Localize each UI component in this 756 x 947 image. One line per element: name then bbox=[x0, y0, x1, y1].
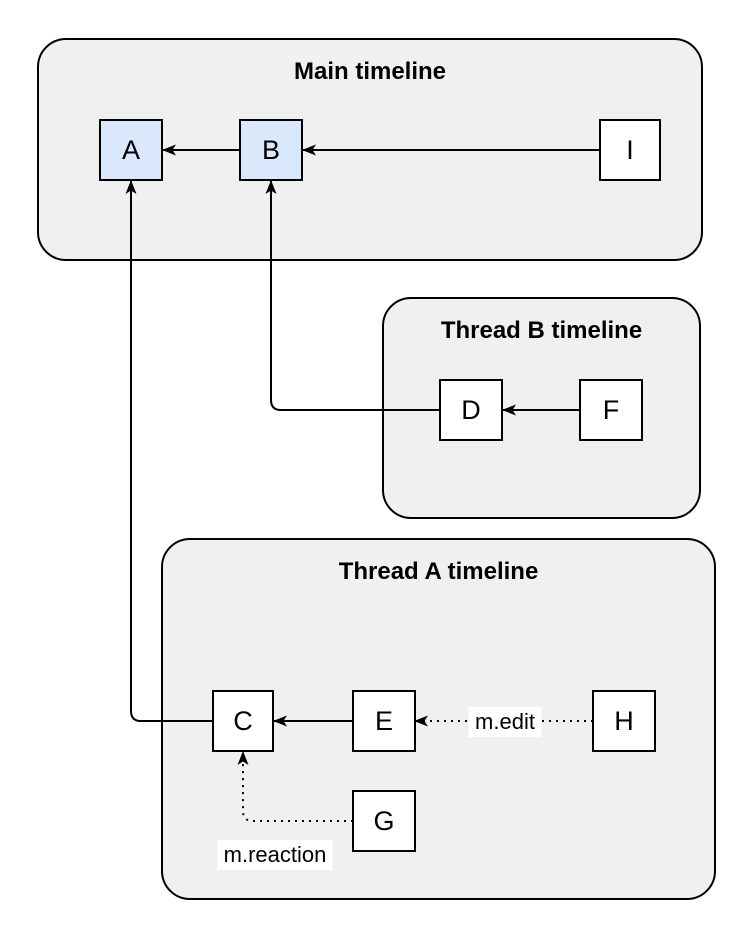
edges-layer bbox=[125, 144, 600, 822]
container-thread-b-timeline-box bbox=[382, 297, 701, 519]
node-B-label: B bbox=[262, 135, 280, 165]
node-H-box bbox=[592, 690, 656, 752]
node-G-label: G bbox=[373, 806, 394, 836]
node-H-label: H bbox=[614, 706, 634, 736]
node-F-box bbox=[579, 379, 643, 441]
node-C-label: C bbox=[233, 706, 253, 736]
node-D-box bbox=[439, 379, 503, 441]
node-B-box bbox=[239, 119, 303, 181]
node-D-label: D bbox=[461, 395, 481, 425]
node-A-label: A bbox=[122, 135, 140, 165]
node-I-label: I bbox=[626, 135, 634, 165]
edge-label-bg-H-to-E bbox=[468, 707, 542, 737]
nodes-layer: A B I D F C E H G bbox=[99, 119, 661, 852]
node-E-box bbox=[352, 690, 416, 752]
container-thread-b-timeline-title: Thread B timeline bbox=[441, 317, 642, 344]
node-A-box bbox=[99, 119, 163, 181]
container-main-timeline-title: Main timeline bbox=[294, 58, 446, 85]
edge-label-bg-G-to-C bbox=[217, 840, 333, 870]
edge-D-to-B-arrow bbox=[265, 180, 440, 411]
container-thread-a-timeline-box bbox=[161, 538, 716, 900]
node-F-label: F bbox=[603, 395, 620, 425]
node-C-box bbox=[212, 690, 274, 752]
edge-label-H-to-E: m.edit bbox=[475, 709, 535, 734]
node-E-label: E bbox=[375, 706, 393, 736]
edge-C-to-A-arrow bbox=[125, 180, 213, 722]
container-thread-a-timeline-title: Thread A timeline bbox=[339, 558, 539, 585]
edge-label-G-to-C: m.reaction bbox=[224, 842, 327, 867]
node-G-box bbox=[352, 790, 416, 852]
edge-labels-layer: m.edit m.reaction bbox=[217, 707, 542, 870]
node-I-box bbox=[599, 119, 661, 181]
